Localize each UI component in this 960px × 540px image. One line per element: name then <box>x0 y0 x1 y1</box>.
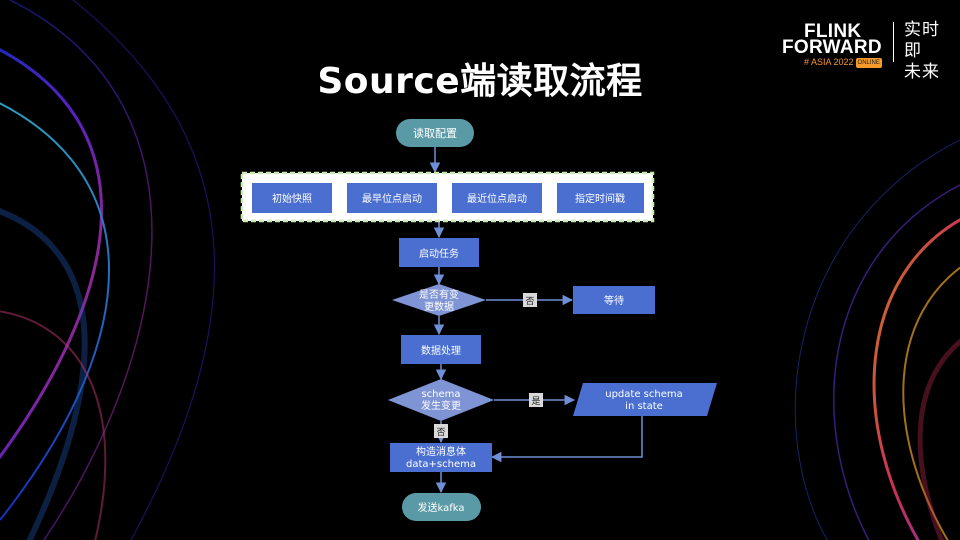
decision-schema-change <box>388 379 494 421</box>
label-yes: 是 <box>531 396 540 407</box>
node-process <box>401 335 481 364</box>
node-build-message-line1: 构造消息体 <box>416 445 466 458</box>
node-start-task-label: 启动任务 <box>419 247 459 260</box>
logo-event: # ASIA 2022 <box>804 57 854 67</box>
decision-schema-change-line1: schema <box>421 389 460 400</box>
node-build-message <box>390 443 492 472</box>
label-no-1: 否 <box>525 296 534 307</box>
decision-has-change-line1: 是否有变 <box>419 288 459 301</box>
node-update-schema <box>573 383 717 416</box>
node-send-kafka <box>402 493 481 521</box>
mode-latest-offset-label: 最近位点启动 <box>467 192 527 205</box>
decision-has-change-line2: 更数据 <box>424 300 454 313</box>
node-process-label: 数据处理 <box>421 344 461 357</box>
logo-line-2: FORWARD <box>782 37 882 58</box>
logo-slogan: 实时即 未来 <box>904 20 944 83</box>
node-update-schema-line2: in state <box>625 401 663 412</box>
node-wait-label: 等待 <box>604 294 624 307</box>
logo-slogan-line-2: 未来 <box>904 62 940 82</box>
slide-title: Source端读取流程 <box>317 61 643 102</box>
logo-badge: ONLINE <box>855 58 882 68</box>
node-send-kafka-label: 发送kafka <box>417 501 464 514</box>
mode-latest-offset <box>452 183 542 213</box>
label-no-2: 否 <box>436 427 445 438</box>
mode-timestamp <box>557 183 644 213</box>
right-swirl <box>794 139 960 540</box>
mode-initial-snapshot <box>252 183 332 213</box>
node-update-schema-line1: update schema <box>605 389 682 400</box>
arrow-update-to-build <box>490 416 643 463</box>
label-no-1-bg <box>523 293 537 307</box>
logo-line-1: FLINK <box>804 21 862 42</box>
left-swirl <box>0 0 215 540</box>
decision-has-change <box>392 284 486 316</box>
label-yes-bg <box>529 393 543 407</box>
mode-initial-snapshot-label: 初始快照 <box>272 192 312 205</box>
decision-schema-change-line2: 发生变更 <box>421 399 461 412</box>
node-read-config <box>396 119 474 147</box>
mode-earliest-offset <box>347 183 437 213</box>
node-start-task <box>399 238 479 267</box>
logo-divider <box>893 22 894 62</box>
node-wait <box>573 286 655 314</box>
logo-slogan-line-1: 实时即 <box>904 20 940 61</box>
mode-earliest-offset-label: 最早位点启动 <box>362 192 422 205</box>
node-build-message-line2: data+schema <box>406 459 476 470</box>
label-no-2-bg <box>434 424 448 438</box>
mode-timestamp-label: 指定时间戳 <box>575 192 625 205</box>
node-read-config-label: 读取配置 <box>413 126 457 140</box>
